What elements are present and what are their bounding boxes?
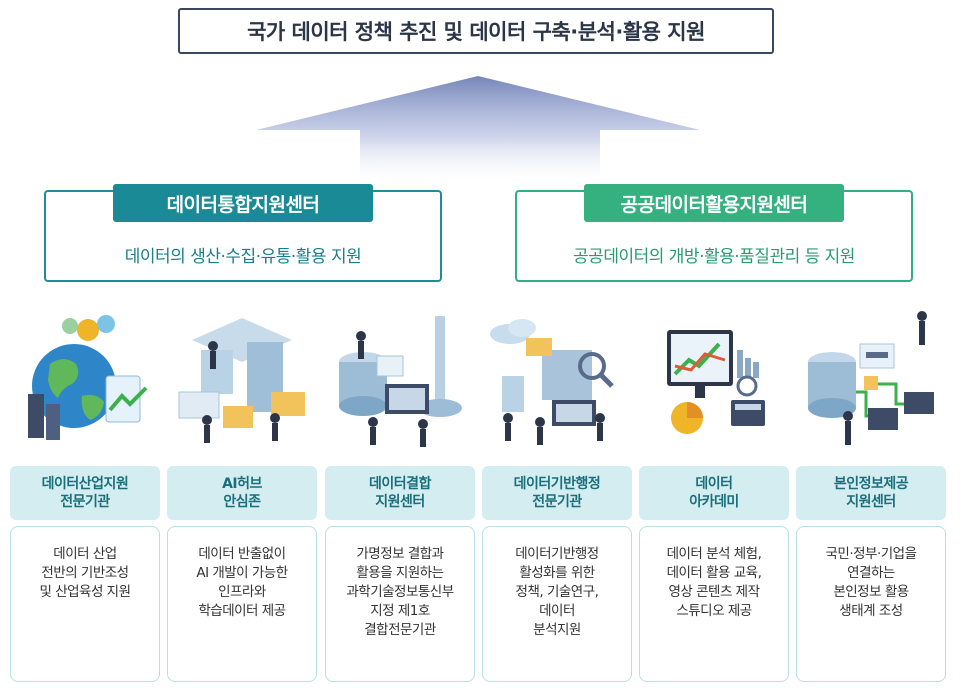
org-description: 국민·정부·기업을 연결하는 본인정보 활용 생태계 조성 <box>796 526 946 682</box>
center-box-data-integration: 데이터통합지원센터 데이터의 생산·수집·유통·활용 지원 <box>44 184 442 282</box>
org-label: 데이터기반행정 전문기관 <box>482 466 632 520</box>
org-label: 본인정보제공 지원센터 <box>796 466 946 520</box>
center-description: 데이터의 생산·수집·유통·활용 지원 <box>124 247 362 267</box>
org-label: AI허브 안심존 <box>167 466 317 520</box>
org-description: 데이터 분석 체험, 데이터 활용 교육, 영상 콘텐츠 제작 스튜디오 제공 <box>639 526 789 682</box>
database-network-icon <box>808 311 934 445</box>
center-description: 공공데이터의 개방·활용·품질관리 등 지원 <box>573 247 855 267</box>
page-title: 국가 데이터 정책 추진 및 데이터 구축·분석·활용 지원 <box>178 8 774 54</box>
cloud-laptop-icon <box>490 319 614 445</box>
center-title: 공공데이터활용지원센터 <box>584 184 844 222</box>
database-tower-icon <box>339 316 462 447</box>
org-description: 가명정보 결합과 활용을 지원하는 과학기술정보통신부 지정 제1호 결합전문기… <box>325 526 475 682</box>
org-label: 데이터산업지원 전문기관 <box>10 466 160 520</box>
globe-server-icon <box>28 315 148 440</box>
org-label: 데이터결합 지원센터 <box>325 466 475 520</box>
center-box-public-data: 공공데이터활용지원센터 공공데이터의 개방·활용·품질관리 등 지원 <box>515 184 913 282</box>
org-description: 데이터기반행정 활성화를 위한 정책, 기술연구, 데이터 분석지원 <box>482 526 632 682</box>
center-title: 데이터통합지원센터 <box>113 184 373 222</box>
org-description: 데이터 산업 전반의 기반조성 및 산업육성 지원 <box>10 526 160 682</box>
org-label: 데이터 아카데미 <box>639 466 789 520</box>
analytics-monitor-icon <box>667 330 765 434</box>
up-arrow-icon <box>256 76 700 185</box>
server-blocks-icon <box>178 318 305 443</box>
org-description: 데이터 반출없이 AI 개발이 가능한 인프라와 학습데이터 제공 <box>167 526 317 682</box>
